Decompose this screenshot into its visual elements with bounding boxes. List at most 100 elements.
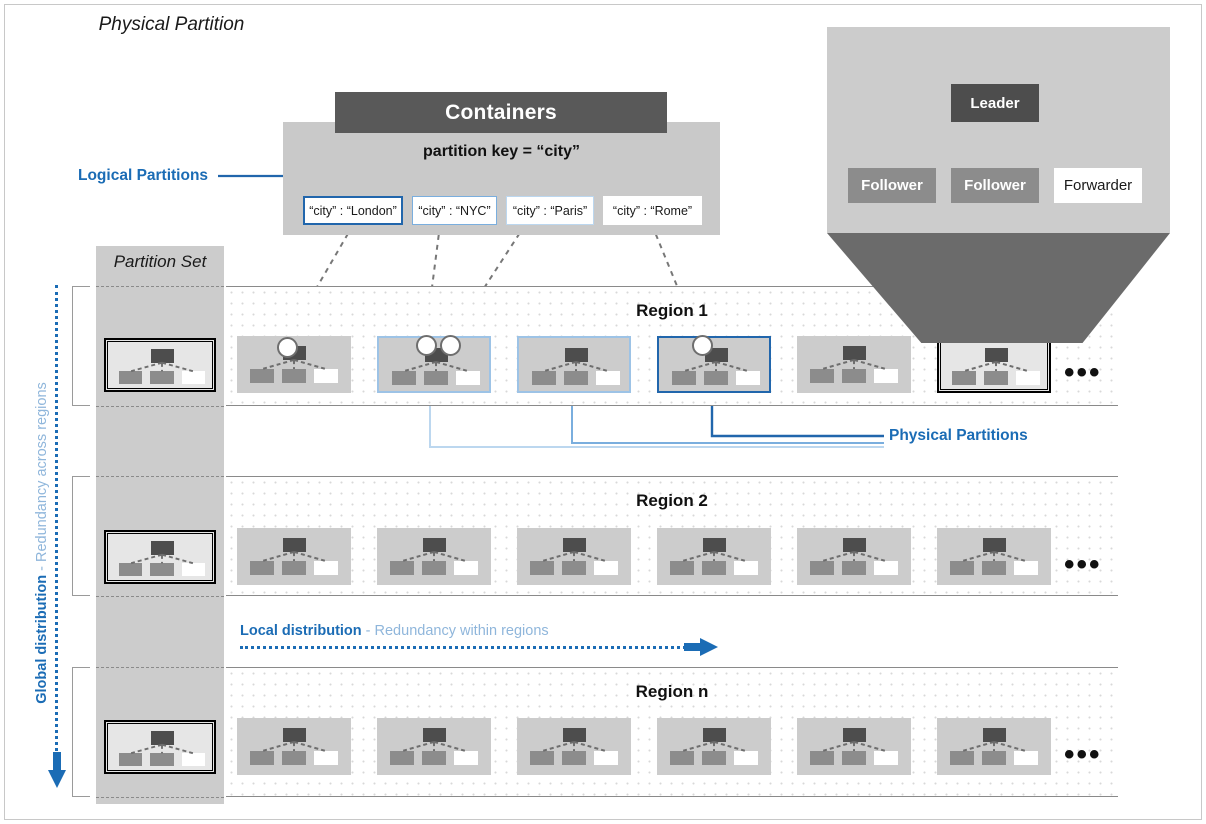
mini-follower-node-2 (702, 751, 726, 765)
mini-link-lines (963, 360, 1029, 373)
containers-header: Containers (335, 92, 667, 133)
local-distribution-bold: Local distribution (240, 623, 362, 639)
mini-link-lines (541, 740, 607, 753)
mapping-circle-london (277, 337, 298, 358)
partition-card-r2-4[interactable] (657, 528, 771, 585)
mapping-circle-paris (440, 335, 461, 356)
partition-card-r2-6[interactable] (937, 528, 1051, 585)
partition-set-title: Partition Set (113, 252, 207, 271)
partition-card-r2-5[interactable] (797, 528, 911, 585)
mini-forwarder-node (735, 371, 760, 385)
local-distribution-dotted-line (240, 646, 710, 649)
mini-forwarder-node (593, 751, 618, 765)
ellipsis-region-3: ••• (1064, 738, 1102, 771)
partition-card-r3-2[interactable] (377, 718, 491, 775)
partition-card-r3-4[interactable] (657, 718, 771, 775)
mini-leader-node (562, 537, 586, 552)
mini-forwarder-node (873, 369, 898, 383)
logical-partition-nyc[interactable]: “city” : “NYC” (412, 196, 497, 225)
mini-follower-node-1 (672, 371, 697, 385)
mini-follower-node-1 (250, 561, 275, 575)
mini-follower-node-1 (250, 751, 275, 765)
mini-link-lines (681, 550, 747, 563)
partition-set-divider-2 (96, 406, 224, 407)
global-bracket-2 (72, 476, 90, 596)
mini-follower-node-1 (952, 371, 977, 385)
mini-link-lines (543, 360, 609, 373)
mini-link-lines (130, 361, 194, 373)
mini-leader-node (282, 727, 306, 742)
node-leader: Leader (951, 84, 1039, 122)
mini-link-lines (961, 550, 1027, 563)
logical-partition-london[interactable]: “city” : “London” (303, 196, 403, 225)
mini-follower-node-1 (118, 753, 143, 767)
mini-follower-node-1 (810, 369, 835, 383)
mini-leader-node (150, 349, 174, 363)
partition-card-r2-2[interactable] (377, 528, 491, 585)
mini-leader-node (422, 727, 446, 742)
mini-follower-node-1 (532, 371, 557, 385)
mini-follower-node-1 (530, 751, 555, 765)
mini-forwarder-node (873, 561, 898, 575)
partition-card-r3-1[interactable] (237, 718, 351, 775)
mini-follower-node-1 (810, 561, 835, 575)
mini-follower-node-1 (810, 751, 835, 765)
mini-forwarder-node (593, 561, 618, 575)
partition-card-r2-1[interactable] (237, 528, 351, 585)
partition-set-card-1[interactable] (104, 338, 216, 392)
partition-card-r1-5[interactable] (797, 336, 911, 393)
partition-card-r2-3[interactable] (517, 528, 631, 585)
logical-partitions-label: Logical Partitions (78, 167, 209, 184)
mini-follower-node-2 (422, 561, 446, 575)
global-distribution-arrow-stem (53, 752, 61, 772)
mini-leader-node (150, 731, 174, 745)
mini-follower-node-1 (118, 563, 143, 577)
partition-set-divider-3 (96, 476, 224, 477)
mini-follower-node-2 (704, 371, 728, 385)
mini-link-lines (961, 740, 1027, 753)
partition-card-r1-3[interactable] (517, 336, 631, 393)
mini-follower-node-2 (702, 561, 726, 575)
mini-follower-node-2 (562, 561, 586, 575)
mini-link-lines (130, 743, 194, 755)
logical-partition-rome[interactable]: “city” : “Rome” (603, 196, 702, 225)
partition-set-divider-6 (96, 797, 224, 798)
global-distribution-label: Global distribution - Redundancy across … (34, 323, 50, 763)
partition-card-r3-5[interactable] (797, 718, 911, 775)
region-title-1: Region 1 (636, 301, 708, 320)
mini-follower-node-2 (842, 369, 866, 383)
logical-partition-paris[interactable]: “city” : “Paris” (506, 196, 594, 225)
partition-set-card-3[interactable] (104, 720, 216, 774)
global-distribution-bold: Global distribution (34, 574, 50, 704)
mapping-circle-rome (692, 335, 713, 356)
mini-leader-node (422, 537, 446, 552)
mini-forwarder-node (1013, 751, 1038, 765)
mini-link-lines (403, 360, 469, 373)
mini-forwarder-node (313, 751, 338, 765)
mini-forwarder-node (181, 753, 206, 767)
node-forwarder: Forwarder (1054, 168, 1142, 203)
mini-forwarder-node (733, 561, 758, 575)
mini-link-lines (821, 358, 887, 371)
mini-leader-node (702, 727, 726, 742)
mini-forwarder-node (733, 751, 758, 765)
mini-link-lines (261, 550, 327, 563)
mini-link-lines (261, 740, 327, 753)
mini-link-lines (821, 740, 887, 753)
outer-frame (4, 4, 1202, 820)
mini-leader-node (982, 727, 1006, 742)
mini-leader-node (150, 541, 174, 555)
partition-set-divider-4 (96, 596, 224, 597)
partition-card-r3-6[interactable] (937, 718, 1051, 775)
ellipsis-region-1: ••• (1064, 356, 1102, 389)
partition-set-card-2[interactable] (104, 530, 216, 584)
mini-leader-node (562, 727, 586, 742)
mini-forwarder-node (1015, 371, 1040, 385)
mini-follower-node-2 (150, 563, 174, 577)
partition-card-r3-3[interactable] (517, 718, 631, 775)
partition-card-r1-6[interactable] (937, 336, 1051, 393)
partition-card-r1-4[interactable] (657, 336, 771, 393)
mini-leader-node (842, 537, 866, 552)
mini-follower-node-1 (530, 561, 555, 575)
